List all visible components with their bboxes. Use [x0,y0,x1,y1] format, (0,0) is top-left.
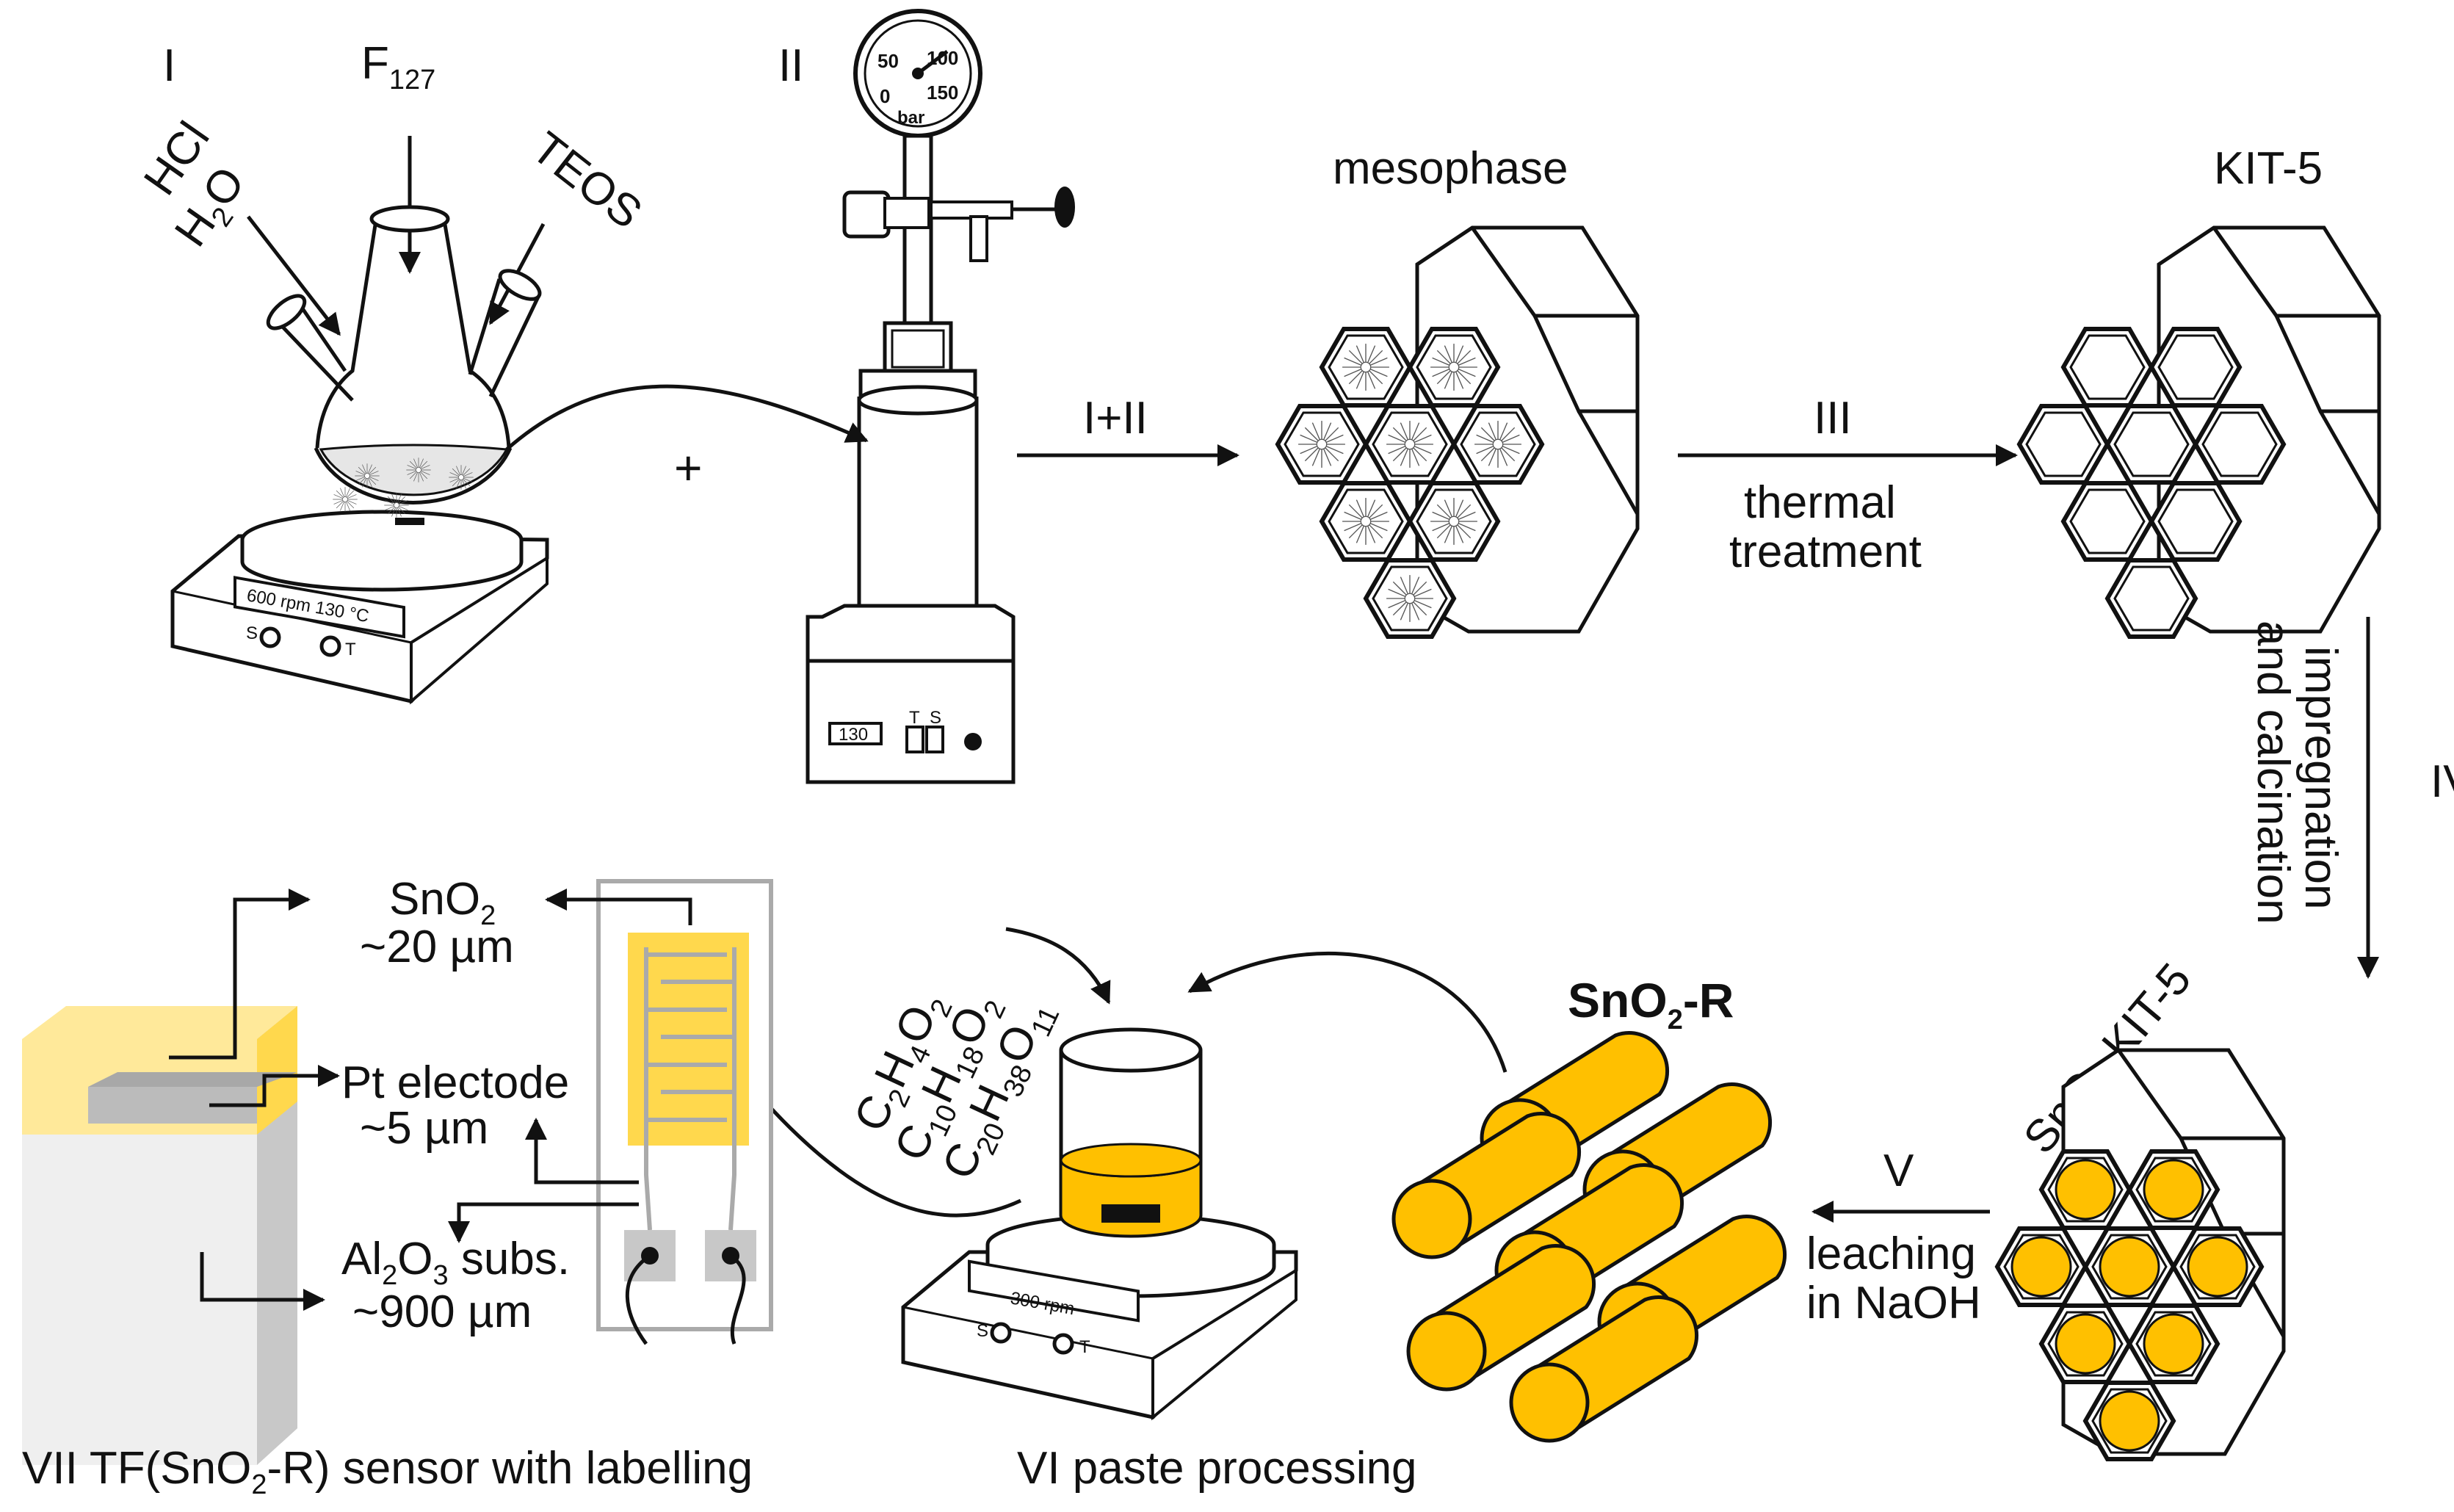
three-neck-flask [266,205,542,525]
caption-VI: VI paste processing [1017,1443,1417,1494]
magnetic-stirrer-2: 300 rpm S T [901,1213,1298,1421]
calcination-label: and calcination [2248,621,2298,925]
sno2-kit5-structure: SnO2-KIT-5 [1997,954,2286,1459]
step-label-II: II [778,40,803,91]
gauge-unit: bar [897,108,924,128]
step-label-IV: IV [2431,756,2454,807]
gauge-tick-0: 0 [880,85,890,107]
stirrer2-t-label: T [1079,1337,1090,1357]
reagent-f127: F127 [361,38,435,95]
step-VII-sensor: SnO2 ~20 µm Pt electode ~5 µm Al2O3 subs… [22,874,773,1465]
sensor-top-view [596,879,773,1345]
sno2-r-rods: SnO2-R [1391,973,1787,1443]
naoh-label: in NaOH [1806,1278,1981,1328]
sensor-al2o3-thickness: ~900 µm [352,1287,532,1337]
leader-pt [209,1065,340,1107]
rods-to-paste-arrow [1187,951,1507,1073]
flask-to-autoclave-arrow [505,384,869,451]
sno2-r-label: SnO2-R [1568,973,1734,1035]
stirrer1-s-label: S [246,623,258,643]
sensor-sno2-thickness: ~20 µm [360,922,514,972]
pressure-gauge: 50 100 0 150 bar [853,9,982,138]
magnetic-stirrer-1: 600 rpm 130 °C S T [170,510,549,705]
sensor-pt-thickness: ~5 µm [360,1103,488,1154]
step-label-V: V [1883,1146,1914,1196]
sensor-arrow-sno2 [545,889,692,925]
leader-sno2 [169,889,311,1060]
gauge-tick-50: 50 [877,50,899,72]
reagent-teos: TEOS [522,123,651,239]
step-label-III: III [1814,393,1852,444]
solvents-arrow [1005,927,1111,1005]
paste-beaker [1059,1027,1203,1238]
sensor-arrow-al2o3 [448,1202,639,1243]
gauge-tick-100: 100 [927,47,958,69]
step-I-setup: I F127 HCl H2O TEOS 600 rpm 130 °C S T [134,38,869,705]
sensor-arrow-pt [525,1118,639,1184]
solvents: C2H4O2 C10H18O2 C20H38O11 [844,995,1065,1187]
mesophase-structure: mesophase [1278,143,1640,637]
plus-sign: + [674,441,703,495]
sensor-al2o3-label: Al2O3 subs. [341,1234,570,1291]
step-label-I: I [163,40,175,91]
caption-VII: VII TF(SnO2-R) sensor with labelling [22,1443,753,1500]
autoclave-s-label: S [930,708,941,728]
step-label-I-II: I+II [1083,393,1148,444]
stirrer2-s-label: S [977,1321,988,1341]
kit5-structure: KIT-5 [2019,143,2381,637]
leader-al2o3 [200,1252,325,1311]
sensor-layer-block [22,1006,297,1465]
treatment-label: treatment [1729,527,1922,577]
autoclave-t-label: T [909,708,920,728]
autoclave-display: 130 [839,725,868,745]
autoclave-heater: 130 T S [806,604,1016,784]
thermal-label: thermal [1744,477,1896,528]
sensor-sno2-label: SnO2 [389,874,496,931]
impregnation-label: impregnation [2295,646,2346,909]
step-II-autoclave: II 50 100 0 150 bar 130 [778,9,1075,784]
gauge-tick-150: 150 [927,82,958,104]
sensor-pt-label: Pt electode [341,1057,569,1108]
kit5-label: KIT-5 [2214,143,2323,194]
step-VI-paste: C2H4O2 C10H18O2 C20H38O11 300 rpm S T [725,927,1507,1421]
stirrer1-t-label: T [345,640,356,659]
leaching-label: leaching [1806,1229,1976,1279]
mesophase-label: mesophase [1333,143,1568,194]
hcl-arrow [247,215,341,336]
